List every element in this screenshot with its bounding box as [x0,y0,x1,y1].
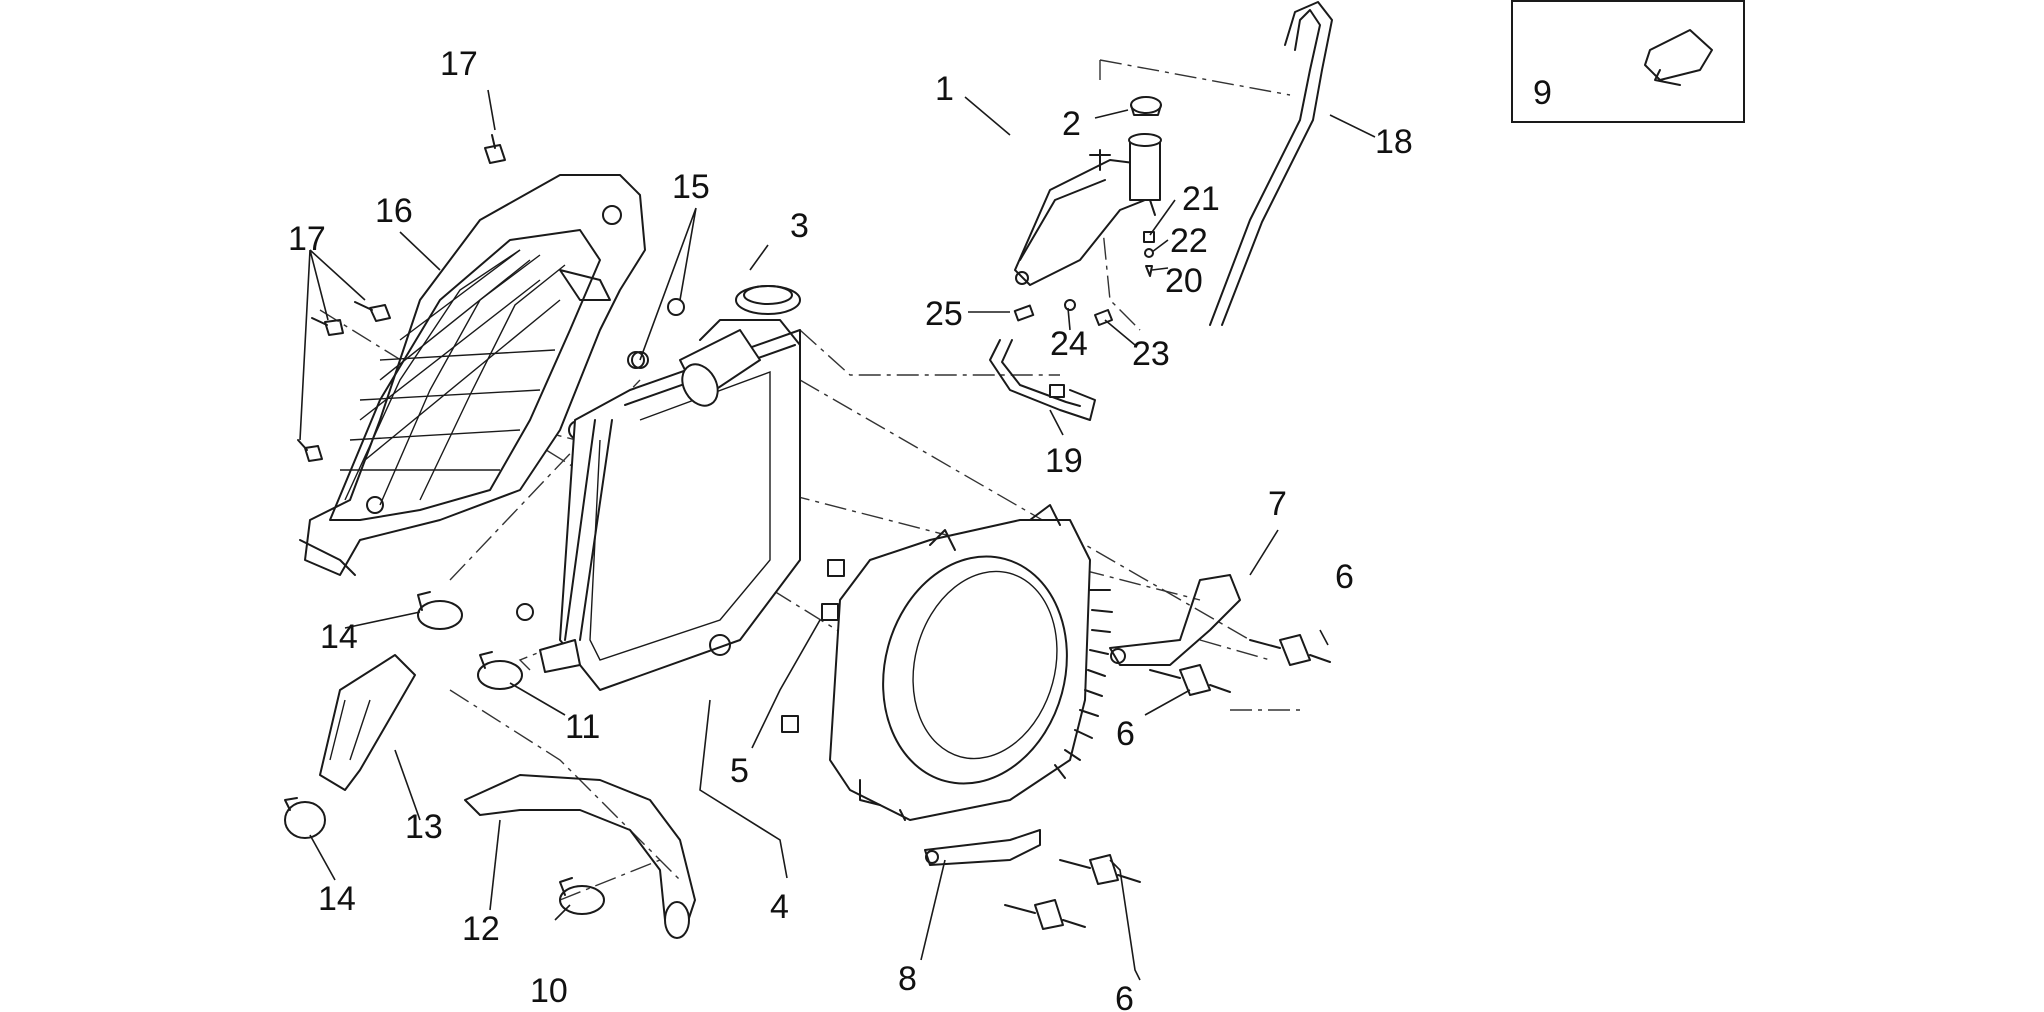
callout-3: 3 [790,207,809,245]
callout-1: 1 [935,70,954,108]
expansion-tank [1014,96,1162,286]
callout-13: 13 [405,808,443,846]
leader-lines [299,89,1376,981]
callout-24: 24 [1050,325,1088,363]
callout-10: 10 [530,972,568,1010]
callout-9: 9 [1533,74,1552,112]
radiator-core [539,285,801,691]
callout-12: 12 [462,910,500,948]
callout-6a: 6 [1335,558,1354,596]
clamp-inset [1511,0,1745,123]
callout-labels: 1 2 3 4 5 6 6 6 7 8 9 10 11 12 13 14 14 … [288,45,1552,1012]
callout-17a: 17 [440,45,478,83]
callout-20: 20 [1165,262,1203,300]
callout-21: 21 [1182,180,1220,218]
breather-hose [989,339,1096,421]
coolant-hoses [319,654,696,939]
callout-2: 2 [1062,105,1081,143]
callout-6b: 6 [1116,715,1135,753]
overflow-hose [1209,1,1333,326]
rubber-mounts [1004,634,1331,930]
radiator-shroud [299,174,646,576]
callout-22: 22 [1170,222,1208,260]
callout-18: 18 [1375,123,1413,161]
tank-fasteners [1013,231,1155,326]
callout-14b: 14 [318,880,356,918]
callout-8: 8 [898,960,917,998]
small-fasteners [297,134,845,733]
callout-11: 11 [565,708,600,746]
callout-23: 23 [1132,335,1170,373]
tank-cap [1130,96,1162,114]
callout-16: 16 [375,192,413,230]
callout-15: 15 [672,168,710,206]
callout-19: 19 [1045,442,1083,480]
mounting-brackets [924,574,1241,866]
callout-5: 5 [730,752,749,790]
callout-17b: 17 [288,220,326,258]
callout-14a: 14 [320,618,358,656]
callout-25: 25 [925,295,963,333]
fan-cowl [829,504,1113,821]
callout-7: 7 [1268,485,1287,523]
hose-clamps [284,591,605,915]
callout-4: 4 [770,888,789,926]
callout-6c: 6 [1115,980,1134,1012]
